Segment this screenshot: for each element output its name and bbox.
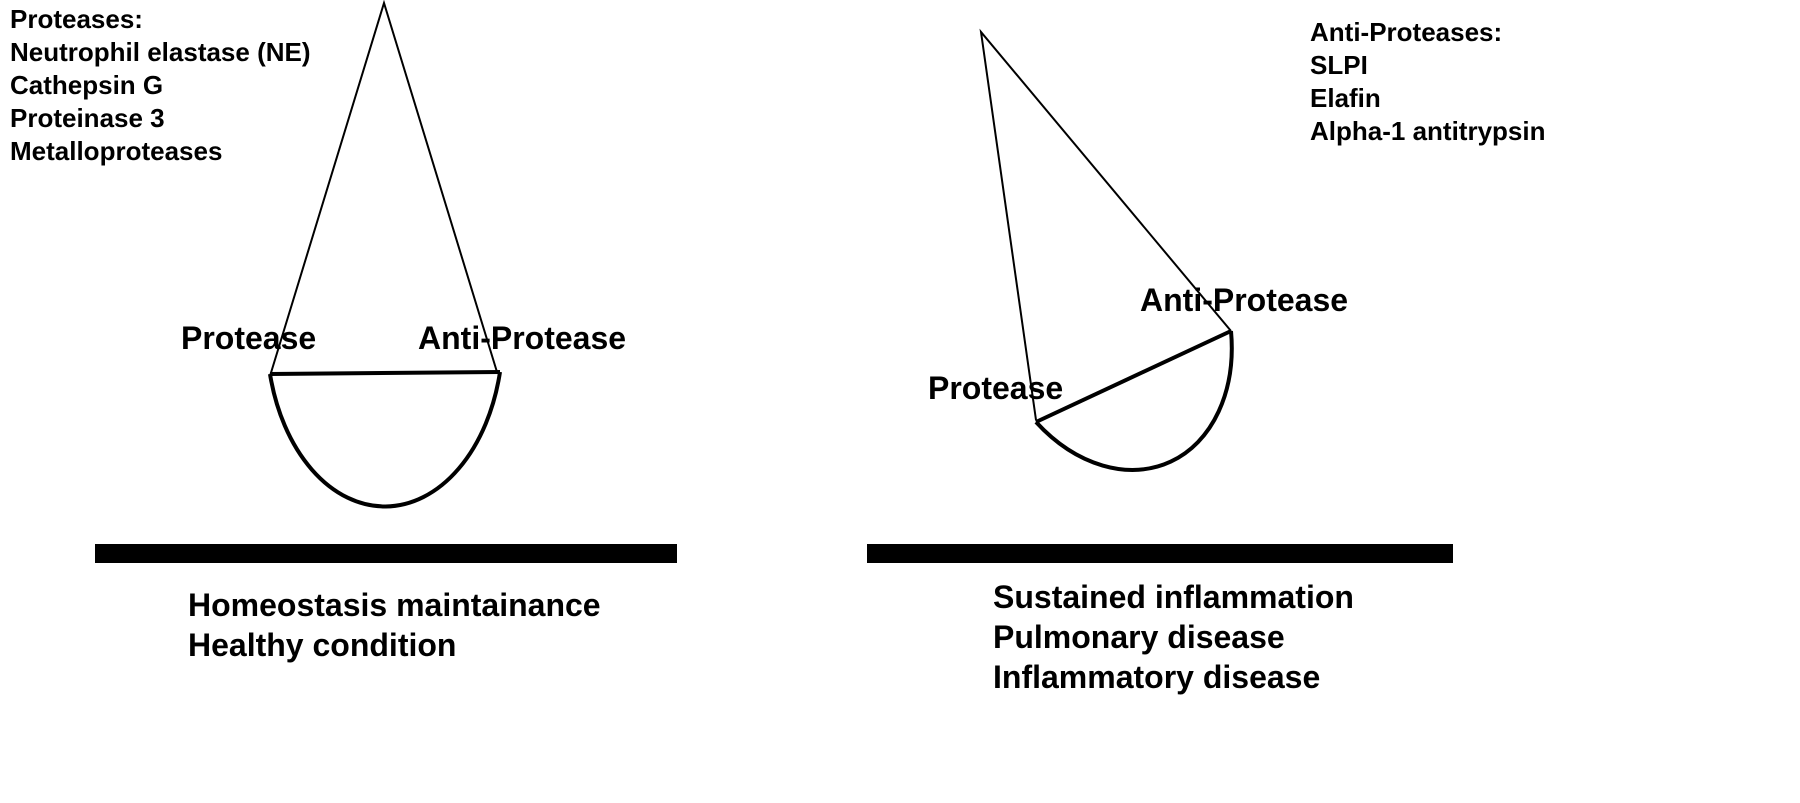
anti-protease-list: Anti-Proteases: SLPI Elafin Alpha-1 anti… bbox=[1310, 16, 1545, 148]
protease-list-item: Metalloproteases bbox=[10, 136, 223, 166]
left-caption: Homeostasis maintainance Healthy conditi… bbox=[188, 585, 601, 665]
left-bowl bbox=[268, 371, 502, 509]
left-anti-protease-label: Anti-Protease bbox=[418, 320, 627, 356]
right-anti-protease-label: Anti-Protease bbox=[1140, 282, 1349, 318]
protease-list-item: Neutrophil elastase (NE) bbox=[10, 37, 311, 67]
anti-protease-list-heading: Anti-Proteases: bbox=[1310, 17, 1503, 47]
right-base-bar bbox=[867, 544, 1453, 563]
caption-line: Healthy condition bbox=[188, 627, 457, 663]
right-bowl bbox=[1034, 330, 1234, 472]
anti-protease-list-item: Elafin bbox=[1310, 83, 1381, 113]
protease-list-item: Cathepsin G bbox=[10, 70, 164, 100]
caption-line: Homeostasis maintainance bbox=[188, 587, 601, 623]
protease-list-heading: Proteases: bbox=[10, 4, 143, 34]
right-balance bbox=[979, 28, 1234, 472]
anti-protease-list-item: SLPI bbox=[1310, 50, 1368, 80]
protease-list: Proteases: Neutrophil elastase (NE) Cath… bbox=[10, 3, 311, 168]
protease-list-item: Proteinase 3 bbox=[10, 103, 165, 133]
left-base-bar bbox=[95, 544, 677, 563]
left-beam bbox=[269, 370, 501, 376]
left-protease-label: Protease bbox=[181, 320, 317, 356]
anti-protease-list-item: Alpha-1 antitrypsin bbox=[1310, 116, 1546, 146]
right-protease-label: Protease bbox=[928, 370, 1064, 406]
caption-line: Inflammatory disease bbox=[993, 659, 1321, 695]
right-cone bbox=[979, 28, 1232, 421]
left-cone bbox=[269, 0, 498, 377]
right-caption: Sustained inflammation Pulmonary disease… bbox=[993, 577, 1354, 697]
right-beam bbox=[1035, 329, 1232, 424]
left-balance bbox=[268, 0, 502, 509]
caption-line: Pulmonary disease bbox=[993, 619, 1285, 655]
caption-line: Sustained inflammation bbox=[993, 579, 1354, 615]
